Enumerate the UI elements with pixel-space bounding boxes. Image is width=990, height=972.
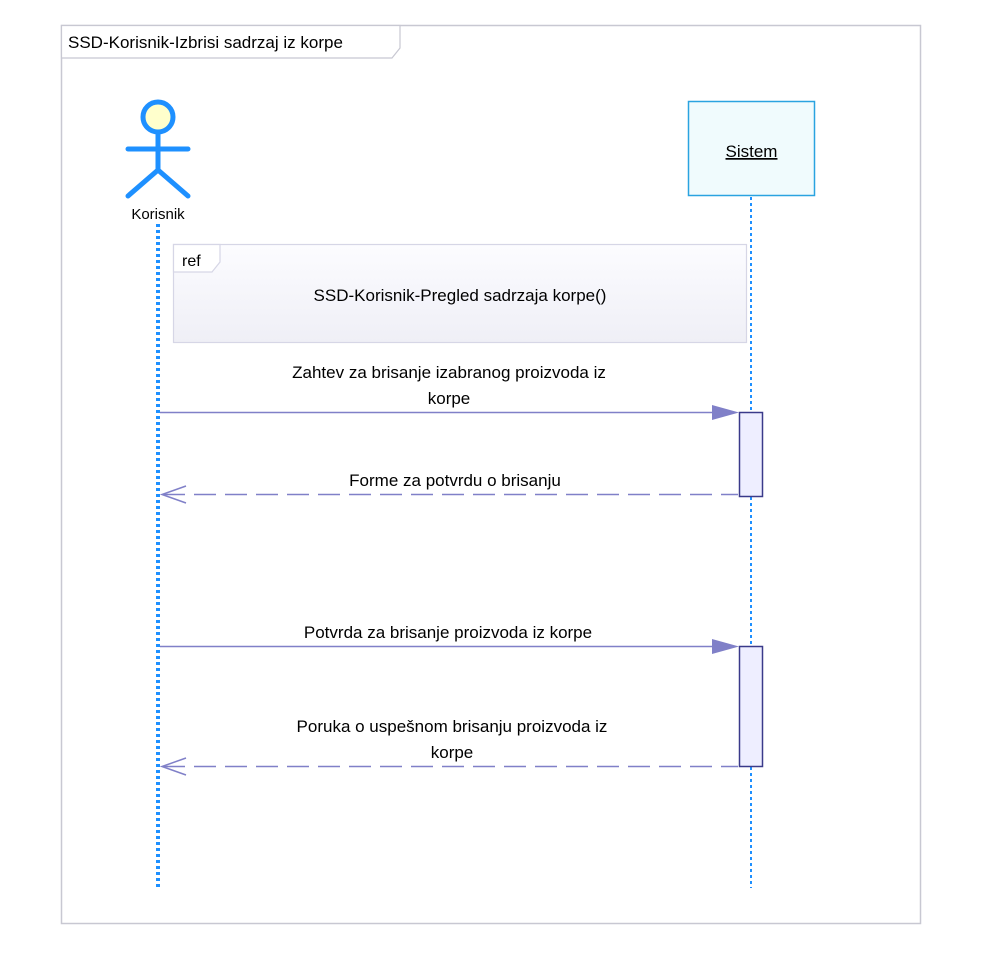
- message-label: Forme za potvrdu o brisanju: [349, 471, 561, 490]
- frame-title-tab: [60, 24, 401, 59]
- system-box: [687, 100, 816, 197]
- message-label: Potvrda za brisanje proizvoda iz korpe: [304, 623, 592, 642]
- arrowhead-open-icon: [159, 485, 187, 504]
- message-label: Poruka o uspešnom brisanju proizvoda iz: [297, 717, 608, 736]
- message-label: korpe: [431, 743, 474, 762]
- ref-text: SSD-Korisnik-Pregled sadrzaja korpe(): [314, 286, 607, 305]
- frame-title: SSD-Korisnik-Izbrisi sadrzaj iz korpe: [68, 33, 343, 52]
- actor-label: Korisnik: [131, 206, 185, 223]
- arrowhead-filled-icon: [712, 405, 739, 420]
- message-label: korpe: [428, 389, 471, 408]
- ref-label: ref: [182, 253, 201, 270]
- arrowhead-filled-icon: [712, 639, 739, 654]
- activation-bar: [738, 411, 764, 498]
- arrowhead-open-icon: [159, 757, 187, 776]
- message-label: Zahtev za brisanje izabranog proizvoda i…: [292, 363, 606, 382]
- activation-bar: [738, 645, 764, 768]
- system-label: Sistem: [726, 142, 778, 161]
- ref-fragment: [172, 243, 748, 344]
- actor-icon: [125, 99, 191, 199]
- ref-tab: [172, 243, 221, 273]
